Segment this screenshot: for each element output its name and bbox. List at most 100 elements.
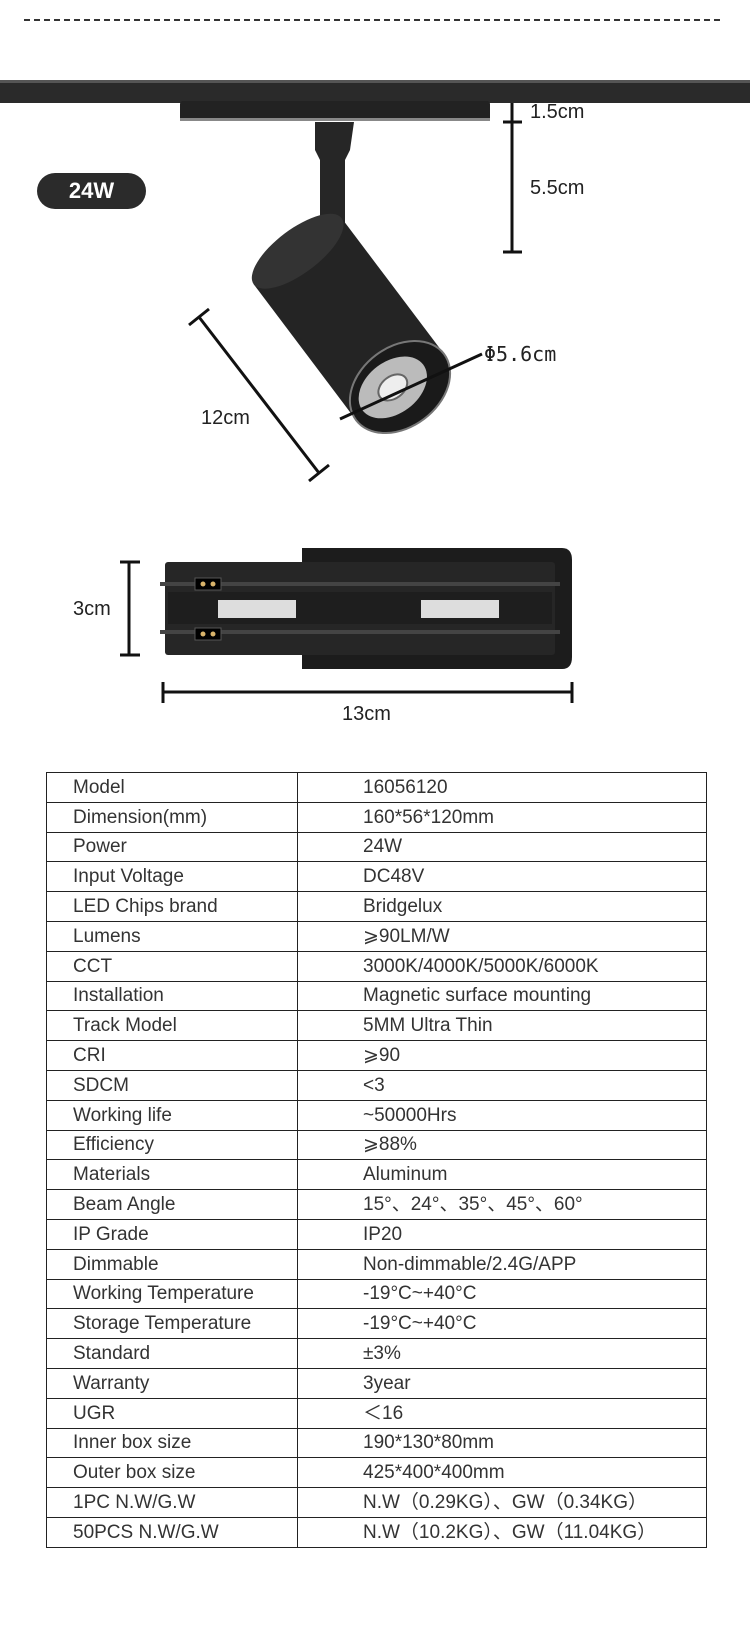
- spec-value: 5MM Ultra Thin: [297, 1010, 707, 1042]
- track-rail: [0, 80, 750, 103]
- spec-row: Working Temperature-19°C~+40°C: [46, 1278, 707, 1310]
- spec-label: SDCM: [46, 1069, 298, 1101]
- adapter-height-label: 1.5cm: [530, 101, 585, 123]
- spec-label: Input Voltage: [46, 861, 298, 893]
- spec-label: 50PCS N.W/G.W: [46, 1516, 298, 1548]
- spec-value: <3: [297, 1069, 707, 1101]
- spec-value: 160*56*120mm: [297, 801, 707, 833]
- spec-label: LED Chips brand: [46, 891, 298, 922]
- side-height-label: 3cm: [73, 598, 111, 620]
- length-dimension-line: [188, 307, 330, 483]
- spec-label: CRI: [46, 1040, 298, 1071]
- spec-value: -19°C~+40°C: [297, 1278, 707, 1310]
- spec-label: Standard: [46, 1338, 298, 1369]
- connector: [194, 577, 222, 591]
- spec-value: IP20: [297, 1218, 707, 1250]
- spec-value: Bridgelux: [297, 891, 707, 922]
- spec-value: DC48V: [297, 861, 707, 893]
- spec-row: CRI⩾90: [46, 1040, 707, 1071]
- spec-label: Outer box size: [46, 1457, 298, 1489]
- connector: [194, 627, 222, 641]
- spotlight-head: [251, 213, 452, 435]
- product-illustration: [0, 80, 750, 703]
- spec-value: ⩾90: [297, 1040, 707, 1071]
- diameter-dimension-line: [339, 352, 483, 421]
- spec-value: N.W（0.29KG）、GW（0.34KG）: [297, 1487, 707, 1518]
- spec-value: -19°C~+40°C: [297, 1308, 707, 1340]
- spec-value: ⩾90LM/W: [297, 920, 707, 952]
- spec-label: Power: [46, 831, 298, 863]
- spec-value: ±3%: [297, 1338, 707, 1369]
- spec-value: N.W（10.2KG）、GW（11.04KG）: [297, 1516, 707, 1548]
- spec-value: 425*400*400mm: [297, 1457, 707, 1489]
- spec-label: Model: [46, 772, 298, 803]
- spec-value: 16056120: [297, 772, 707, 803]
- height-dimension-line: [503, 103, 522, 254]
- spec-label: Beam Angle: [46, 1189, 298, 1220]
- length-label: 12cm: [201, 407, 250, 429]
- led-strip: [421, 600, 499, 618]
- spec-label: Inner box size: [46, 1427, 298, 1459]
- spec-label: UGR: [46, 1397, 298, 1429]
- side-view: [160, 548, 572, 669]
- spec-row: Standard±3%: [46, 1338, 707, 1369]
- stem-height-label: 5.5cm: [530, 177, 585, 199]
- spec-value: 3year: [297, 1367, 707, 1399]
- spec-label: Warranty: [46, 1367, 298, 1399]
- spec-row: UGR＜16: [46, 1397, 707, 1429]
- led-strip: [218, 600, 296, 618]
- spec-label: Lumens: [46, 920, 298, 952]
- spec-label: Working Temperature: [46, 1278, 298, 1310]
- spec-label: Dimmable: [46, 1248, 298, 1280]
- spec-label: IP Grade: [46, 1218, 298, 1250]
- dashed-divider: [24, 19, 720, 21]
- spec-row: Storage Temperature-19°C~+40°C: [46, 1308, 707, 1340]
- spec-value: 190*130*80mm: [297, 1427, 707, 1459]
- spec-row: Working life~50000Hrs: [46, 1099, 707, 1131]
- spec-label: 1PC N.W/G.W: [46, 1487, 298, 1518]
- spec-value: 3000K/4000K/5000K/6000K: [297, 950, 707, 982]
- spec-label: Dimension(mm): [46, 801, 298, 833]
- spec-label: Materials: [46, 1159, 298, 1191]
- spec-row: Efficiency⩾88%: [46, 1129, 707, 1161]
- spec-value: ~50000Hrs: [297, 1099, 707, 1131]
- spec-value: Aluminum: [297, 1159, 707, 1191]
- spec-label: Efficiency: [46, 1129, 298, 1161]
- side-height-dimension-line: [120, 560, 140, 657]
- spec-value: ＜16: [297, 1397, 707, 1429]
- side-length-dimension-line: [161, 682, 574, 703]
- side-length-label: 13cm: [342, 703, 391, 725]
- spec-row: SDCM<3: [46, 1069, 707, 1101]
- spec-label: Track Model: [46, 1010, 298, 1042]
- spec-value: Magnetic surface mounting: [297, 980, 707, 1012]
- spec-row: Lumens⩾90LM/W: [46, 920, 707, 952]
- spec-label: Storage Temperature: [46, 1308, 298, 1340]
- spec-label: CCT: [46, 950, 298, 982]
- spec-row: Dimension(mm)160*56*120mm: [46, 801, 707, 833]
- power-badge: 24W: [37, 173, 146, 209]
- spec-label: Installation: [46, 980, 298, 1012]
- spec-label: Working life: [46, 1099, 298, 1131]
- spec-value: 24W: [297, 831, 707, 863]
- track-adapter: [180, 101, 490, 121]
- diameter-label: Φ5.6cm: [484, 342, 557, 366]
- spec-value: Non-dimmable/2.4G/APP: [297, 1248, 707, 1280]
- spec-value: 15°、24°、35°、45°、60°: [297, 1189, 707, 1220]
